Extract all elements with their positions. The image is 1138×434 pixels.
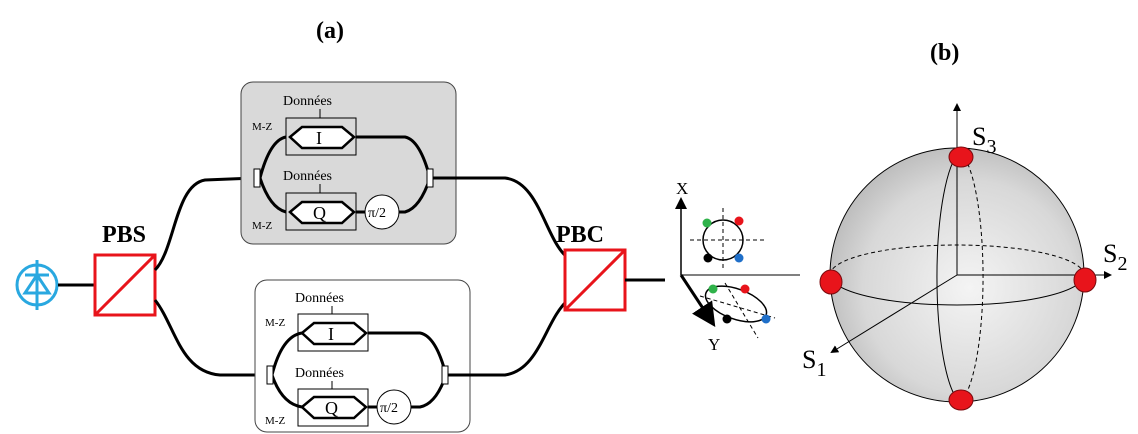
sphere-point-top	[948, 146, 974, 168]
fiber-pbs-upper	[153, 176, 256, 272]
s2-axis-label: S2	[1103, 239, 1127, 275]
panel-label-b: (b)	[930, 40, 959, 66]
constellation-diagram: X Y	[675, 179, 800, 354]
pbc-block	[563, 248, 627, 312]
s3-axis-label: S3	[972, 122, 996, 158]
panel-label-a: (a)	[316, 18, 344, 44]
lower-iq-modulator-box	[254, 279, 471, 433]
poincare-sphere: S3 S2 S1	[802, 103, 1127, 411]
upper-iq-modulator: Données M-Z I Données M-Z Q π/2	[252, 94, 434, 232]
pbs-block	[93, 253, 157, 317]
lower-mz-label-q: M-Z	[265, 415, 285, 427]
constellation-point-blue	[734, 253, 744, 263]
sphere-point-left	[819, 269, 843, 295]
s1-axis-label: S1	[802, 345, 826, 381]
constellation-point-green-2	[708, 284, 718, 294]
fiber-upper-pbc	[433, 176, 569, 260]
x-axis-label: X	[676, 179, 688, 198]
lower-i-modulator	[300, 321, 368, 346]
lower-q-modulator	[300, 395, 368, 420]
constellation-point-red-2	[740, 284, 750, 294]
sphere-point-right	[1073, 267, 1097, 293]
lower-iq-modulator: Données M-Z I Données M-Z Q π/2	[265, 291, 449, 427]
constellation-point-blue-2	[761, 314, 771, 324]
upper-iq-modulator-box	[240, 81, 457, 245]
lower-input-coupler	[266, 365, 274, 385]
lower-data-label-q: Données	[295, 366, 344, 381]
constellation-point-green	[702, 218, 712, 228]
lower-data-label-i: Données	[295, 291, 344, 306]
y-axis-label: Y	[708, 335, 720, 354]
sphere-point-bottom	[948, 389, 974, 411]
lower-q-label: Q	[325, 398, 338, 418]
pbc-label: PBC	[556, 222, 604, 248]
upper-q-label: Q	[313, 203, 326, 223]
constellation-point-black	[703, 253, 713, 263]
fiber-lower-pbc	[448, 298, 570, 377]
pbs-label: PBS	[102, 222, 146, 248]
upper-input-coupler	[253, 168, 261, 188]
y-axis-arrow	[679, 274, 716, 328]
lower-phase-label: π/2	[380, 401, 398, 416]
lower-i-label: I	[328, 324, 334, 344]
upper-mz-label-i: M-Z	[252, 121, 272, 133]
fiber-pbs-lower	[153, 299, 268, 377]
constellation-point-red	[734, 216, 744, 226]
photodiode-icon	[15, 260, 59, 310]
upper-output-coupler	[426, 168, 434, 188]
upper-i-label: I	[316, 128, 322, 148]
upper-phase-label: π/2	[368, 206, 386, 221]
upper-data-label-q: Données	[283, 169, 332, 184]
upper-data-label-i: Données	[283, 94, 332, 109]
upper-mz-label-q: M-Z	[252, 220, 272, 232]
upper-i-modulator	[288, 125, 356, 150]
lower-mz-label-i: M-Z	[265, 317, 285, 329]
upper-q-modulator	[288, 200, 356, 225]
constellation-point-black-2	[722, 314, 732, 324]
lower-output-coupler	[441, 365, 449, 385]
